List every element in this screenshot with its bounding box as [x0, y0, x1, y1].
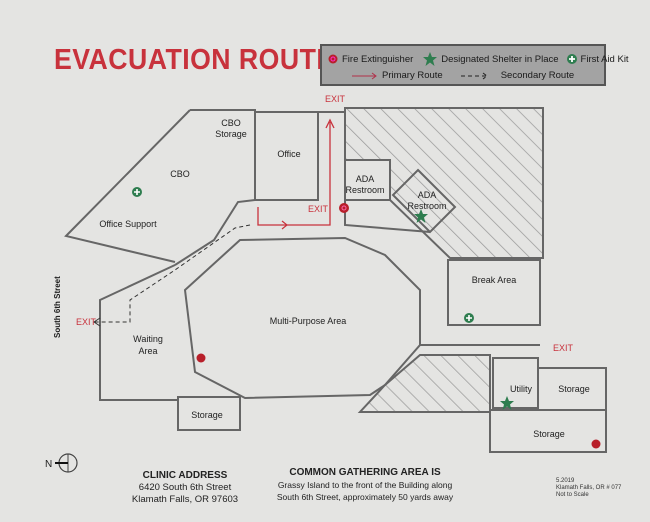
first-aid-icon	[464, 313, 474, 323]
legend-fire-extinguisher: Fire Extinguisher	[342, 53, 414, 65]
first-aid-icon	[566, 54, 577, 64]
meta-location: Klamath Falls, OR # 077	[556, 485, 622, 491]
room-label-ada-restroom-1: Restroom	[345, 185, 384, 195]
meta-date: 5.2019	[556, 478, 575, 484]
utility-walls	[492, 357, 539, 409]
multi-purpose-walls	[183, 236, 421, 400]
gathering-area: COMMON GATHERING AREA IS Grassy Island t…	[270, 466, 460, 503]
primary-route	[257, 122, 331, 226]
room-label-cbo: CBO	[170, 169, 190, 179]
break-area-walls	[447, 259, 541, 326]
room-label-cbo-storage: CBO	[221, 118, 241, 128]
room-label-storage: Storage	[558, 384, 590, 394]
star-icon	[500, 396, 514, 410]
room-label-cbo-storage: Storage	[215, 129, 247, 139]
clinic-address: CLINIC ADDRESS 6420 South 6th Street Kla…	[130, 470, 240, 506]
primary-route-arrow-icon	[352, 72, 377, 79]
fire-extinguisher-icon	[328, 54, 338, 64]
first-aid-icon	[132, 187, 142, 197]
page-title: EVACUATION ROUTE	[54, 44, 335, 76]
wall-left-wing	[64, 109, 256, 266]
room-label-ada-restroom-2: Restroom	[407, 201, 446, 211]
legend-primary-route: Primary Route	[382, 70, 443, 81]
clinic-line2: Klamath Falls, OR 97603	[131, 494, 239, 505]
room-label-office-support: Office Support	[99, 219, 157, 229]
star-icon	[423, 52, 438, 66]
compass-north-label: N	[45, 459, 52, 470]
room-label-break-area: Break Area	[472, 275, 517, 285]
room-label-multi-purpose: Multi-Purpose Area	[270, 316, 347, 326]
legend: Fire Extinguisher Designated Shelter in …	[320, 44, 629, 86]
exit-label: EXIT	[308, 204, 329, 214]
clinic-line1: 6420 South 6th Street	[138, 482, 232, 493]
legend-shelter: Designated Shelter in Place	[441, 53, 559, 65]
room-label-waiting-area: Area	[138, 346, 157, 356]
street-label: South 6th Street	[53, 276, 62, 338]
hatched-area-top	[344, 107, 544, 259]
room-label-office: Office	[277, 149, 300, 159]
room-label-ada-restroom-2: ADA	[418, 190, 437, 200]
fire-extinguisher-icon	[196, 353, 206, 363]
star-icon	[414, 209, 428, 223]
legend-secondary-route: Secondary Route	[500, 70, 575, 81]
ada-restroom-1-walls	[344, 159, 391, 201]
fire-extinguisher-icon	[591, 439, 601, 449]
map-meta: 5.2019 Klamath Falls, OR # 077 Not to Sc…	[556, 478, 621, 499]
storage-bottom-walls	[489, 409, 607, 453]
exit-label: EXIT	[553, 343, 574, 353]
room-label-storage: Storage	[533, 429, 565, 439]
exit-label: EXIT	[325, 94, 346, 104]
room-label-storage: Storage	[191, 410, 223, 420]
room-label-waiting-area: Waiting	[133, 334, 163, 344]
storage-left-walls	[177, 396, 241, 431]
gathering-line1: Grassy Island to the front of the Buildi…	[277, 480, 453, 490]
gathering-heading: COMMON GATHERING AREA IS	[289, 467, 441, 478]
hatched-area-bottom	[357, 354, 491, 413]
secondary-route	[95, 224, 251, 323]
room-label-ada-restroom-1: ADA	[356, 174, 375, 184]
exit-label: EXIT	[76, 317, 97, 327]
fire-extinguisher-icon	[339, 203, 349, 213]
compass-icon	[55, 453, 78, 473]
meta-scale: Not to Scale	[556, 492, 589, 498]
legend-first-aid: First Aid Kit	[580, 53, 629, 65]
room-label-utility: Utility	[510, 384, 532, 394]
clinic-heading: CLINIC ADDRESS	[142, 470, 228, 481]
secondary-route-arrow-icon	[460, 72, 488, 79]
gathering-line2: South 6th Street, approximately 50 yards…	[276, 492, 454, 502]
